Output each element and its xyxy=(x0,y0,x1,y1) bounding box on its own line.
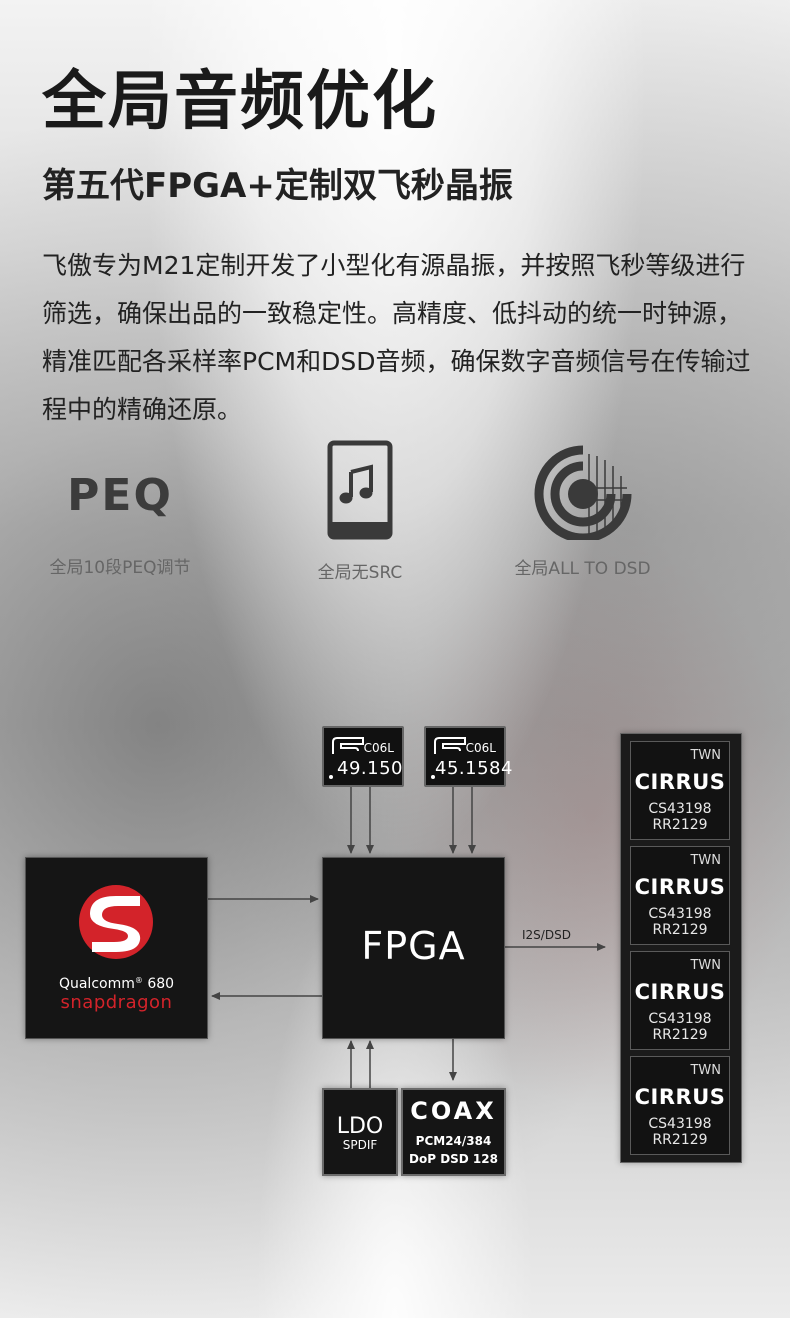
dac-twn: TWN xyxy=(690,748,721,763)
dac-twn: TWN xyxy=(690,1063,721,1078)
dsd-disc-icon xyxy=(534,445,631,540)
page-subtitle: 第五代FPGA+定制双飞秒晶振 xyxy=(42,166,513,206)
ldo-label: LDO xyxy=(336,1114,384,1139)
soc-model: 680 xyxy=(147,976,175,992)
music-note-player-icon xyxy=(327,440,393,540)
crystal-oscillator-1: C06L 49.150 xyxy=(322,726,404,787)
dac-brand: CIRRUS xyxy=(634,1085,726,1109)
feature-label: 全局ALL TO DSD xyxy=(514,559,651,579)
fpga-label: FPGA xyxy=(361,924,466,968)
peq-logo-icon: PEQ xyxy=(67,470,173,521)
soc-brand-line: Qualcomm® 680 xyxy=(58,976,175,992)
dac-chip: TWN CIRRUS CS43198 RR2129 xyxy=(630,741,730,840)
page-title: 全局音频优化 xyxy=(42,65,438,139)
dac-model: CS43198 xyxy=(648,801,712,817)
dac-twn: TWN xyxy=(690,958,721,973)
dac-code: RR2129 xyxy=(652,1132,708,1148)
soc-chip: Qualcomm® 680 snapdragon xyxy=(25,857,208,1039)
dac-brand: CIRRUS xyxy=(634,980,726,1004)
crystal-model: C06L xyxy=(465,741,496,755)
dac-model: CS43198 xyxy=(648,906,712,922)
crystal-oscillator-2: C06L 45.1584 xyxy=(424,726,512,787)
crystal-frequency: 49.150 xyxy=(337,758,403,779)
feature-label: 全局10段PEQ调节 xyxy=(49,558,191,578)
dac-twn: TWN xyxy=(690,853,721,868)
feature-no-src: 全局无SRC xyxy=(290,440,430,583)
dac-code: RR2129 xyxy=(652,922,708,938)
dac-code: RR2129 xyxy=(652,1027,708,1043)
crystal-logo-icon xyxy=(434,737,466,754)
description-paragraph: 飞傲专为M21定制开发了小型化有源晶振，并按照飞秒等级进行筛选，确保出品的一致稳… xyxy=(42,251,751,424)
pin1-dot xyxy=(329,775,333,779)
dac-code: RR2129 xyxy=(652,817,708,833)
dac-brand: CIRRUS xyxy=(634,875,726,899)
soc-brand: Qualcomm xyxy=(58,976,135,992)
soc-name: snapdragon xyxy=(60,992,173,1013)
feature-all-to-dsd: 全局ALL TO DSD xyxy=(495,444,670,579)
crystal-logo-icon xyxy=(332,737,364,754)
feature-label: 全局无SRC xyxy=(317,563,403,583)
coax-label: COAX xyxy=(410,1097,497,1125)
feature-peq: PEQ 全局10段PEQ调节 xyxy=(30,470,210,578)
i2s-dsd-label: I2S/DSD xyxy=(522,928,571,942)
crystal-frequency: 45.1584 xyxy=(435,758,513,779)
coax-dop-label: DoP DSD 128 xyxy=(409,1152,498,1166)
spdif-label: SPDIF xyxy=(342,1138,378,1152)
coax-chip: COAX PCM24/384 DoP DSD 128 xyxy=(401,1088,506,1176)
dac-chip: TWN CIRRUS CS43198 RR2129 xyxy=(630,951,730,1050)
snapdragon-logo-icon xyxy=(79,885,153,959)
coax-pcm-label: PCM24/384 xyxy=(415,1134,492,1148)
fpga-chip: FPGA xyxy=(322,857,505,1039)
ldo-chip: LDO SPDIF xyxy=(322,1088,398,1176)
pin1-dot xyxy=(431,775,435,779)
dac-chip: TWN CIRRUS CS43198 RR2129 xyxy=(630,1056,730,1155)
dac-brand: CIRRUS xyxy=(634,770,726,794)
crystal-model: C06L xyxy=(363,741,394,755)
dac-model: CS43198 xyxy=(648,1116,712,1132)
dac-model: CS43198 xyxy=(648,1011,712,1027)
dac-chip: TWN CIRRUS CS43198 RR2129 xyxy=(630,846,730,945)
